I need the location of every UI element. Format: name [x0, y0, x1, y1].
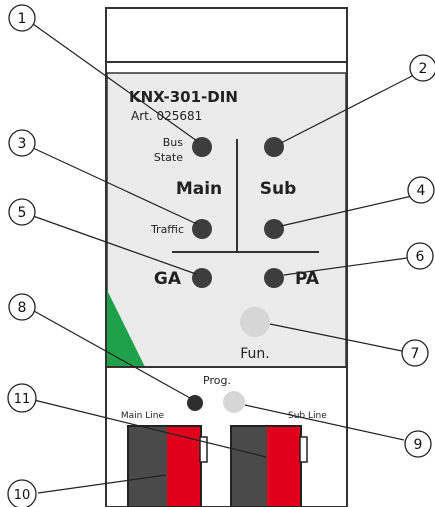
sub-connector-red-part: [267, 427, 300, 507]
bus-state-led: [192, 137, 212, 157]
ga-label: GA: [154, 269, 182, 289]
callout-circle-1: [8, 4, 36, 32]
leader-6: [283, 257, 408, 276]
callout-number-5: 5: [18, 205, 27, 221]
sub-line-label: Sub Line: [288, 411, 327, 421]
sub-connector-dark-part: [232, 427, 268, 507]
leader-10: [37, 474, 167, 494]
callout-circle-6: [406, 242, 434, 270]
bus-state-label-line1: Bus: [163, 136, 184, 149]
leader-3: [32, 147, 198, 225]
sub-label: Sub: [260, 179, 297, 199]
callout-number-8: 8: [18, 300, 27, 316]
leader-11: [33, 399, 267, 458]
leader-7: [269, 323, 403, 352]
leader-1: [32, 23, 198, 142]
article-number: Art. 025681: [131, 109, 202, 123]
prog-led: [187, 395, 203, 411]
main-connector-frame: [127, 425, 202, 507]
callout-number-3: 3: [18, 136, 27, 152]
model-name: KNX-301-DIN: [129, 88, 238, 106]
callout-number-4: 4: [417, 183, 426, 199]
pa-label: PA: [295, 269, 320, 289]
main-connector-dark-part: [129, 427, 168, 507]
callout-number-6: 6: [416, 249, 425, 265]
main-connector-latch: [199, 436, 208, 463]
main-traffic-led: [192, 219, 212, 239]
callout-circle-11: [7, 383, 37, 413]
callout-circle-7: [401, 339, 429, 367]
callout-circle-5: [8, 198, 36, 226]
fun-label: Fun.: [240, 346, 269, 362]
leader-2: [280, 74, 415, 144]
callout-numbers: 1 2 3 4 5 6 7 8 9 10 11: [14, 11, 428, 503]
sub-traffic-led: [264, 219, 284, 239]
sub-connector-frame: [230, 425, 302, 507]
callout-circle-4: [407, 176, 435, 204]
prog-button[interactable]: [223, 391, 245, 413]
callout-circle-9: [404, 430, 432, 458]
ga-led: [192, 268, 212, 288]
callout-circles: [7, 4, 435, 507]
main-connector-red-part: [167, 427, 200, 507]
sub-line-connector[interactable]: [230, 425, 308, 507]
callout-circle-10: [7, 479, 37, 507]
callout-circle-2: [409, 54, 435, 82]
callout-number-7: 7: [411, 346, 420, 362]
leader-4: [280, 195, 413, 227]
pa-led: [264, 268, 284, 288]
sub-bus-state-led: [264, 137, 284, 157]
callout-number-9: 9: [414, 437, 423, 453]
callout-number-2: 2: [419, 61, 428, 77]
callout-leaders: [32, 23, 415, 494]
callout-number-11: 11: [14, 392, 31, 407]
leader-9: [244, 404, 405, 441]
callout-circle-3: [8, 129, 36, 157]
prog-label: Prog.: [203, 374, 231, 387]
main-line-connector[interactable]: [127, 425, 208, 507]
main-label: Main: [176, 179, 222, 199]
main-line-label: Main Line: [121, 411, 165, 421]
bus-state-label-line2: State: [154, 151, 183, 164]
sub-connector-latch: [299, 436, 308, 463]
callout-number-1: 1: [18, 11, 27, 27]
green-accent-triangle: [107, 290, 145, 367]
callout-circle-8: [8, 293, 36, 321]
callout-number-10: 10: [14, 488, 31, 503]
traffic-label: Traffic: [150, 223, 184, 236]
leader-8: [33, 310, 191, 399]
function-button[interactable]: [240, 307, 270, 337]
leader-5: [32, 215, 197, 275]
